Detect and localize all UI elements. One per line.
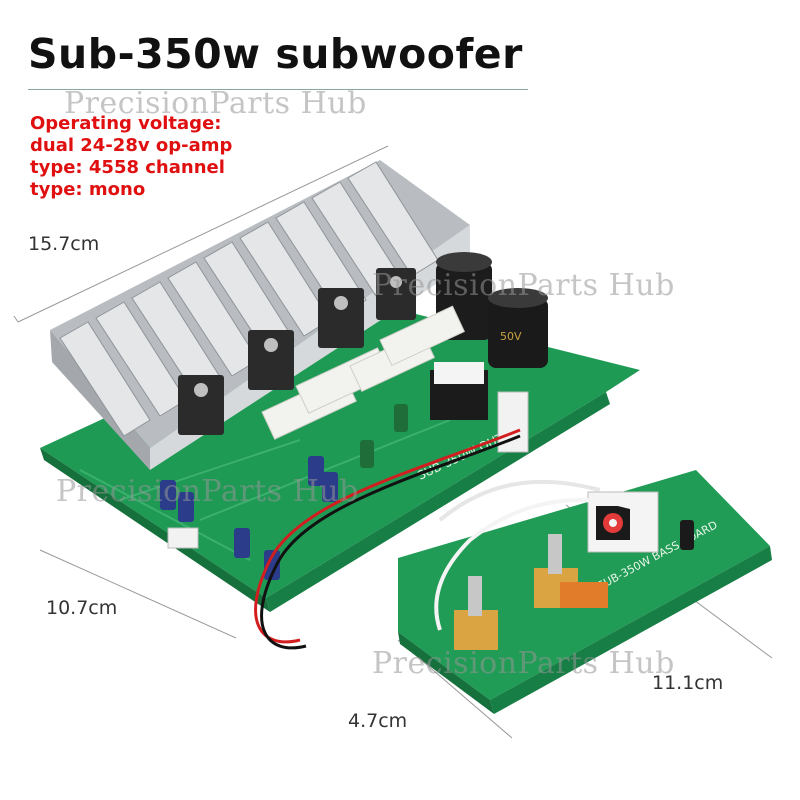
main-amplifier-board: SUB-350W OUT: [40, 300, 640, 612]
potentiometers: [454, 520, 694, 650]
spec-line: type: 4558 channel: [30, 157, 225, 178]
watermark: PrecisionParts Hub: [372, 646, 675, 681]
cables: [254, 428, 641, 650]
spec-line: type: mono: [30, 179, 146, 200]
board-width-label: 10.7cm: [46, 597, 118, 619]
small-capacitors: [160, 404, 408, 580]
title-divider: [28, 89, 528, 90]
watermark: PrecisionParts Hub: [56, 474, 359, 509]
cement-resistors: [261, 305, 466, 440]
watermark: PrecisionParts Hub: [64, 86, 367, 121]
control-length-label: 11.1cm: [652, 672, 724, 694]
power-transistors: [178, 268, 416, 435]
spec-line: Operating voltage:: [30, 113, 222, 134]
watermark: PrecisionParts Hub: [372, 268, 675, 303]
board-length-label: 15.7cm: [28, 233, 100, 255]
spec-line: dual 24-28v op-amp: [30, 135, 233, 156]
spec-list: Operating voltage: dual 24-28v op-amp ty…: [30, 113, 232, 201]
svg-text:50V: 50V: [500, 330, 522, 343]
control-width-label: 4.7cm: [348, 710, 408, 732]
product-title: Sub-350w subwoofer: [28, 30, 523, 78]
connector-white: [167, 527, 199, 549]
